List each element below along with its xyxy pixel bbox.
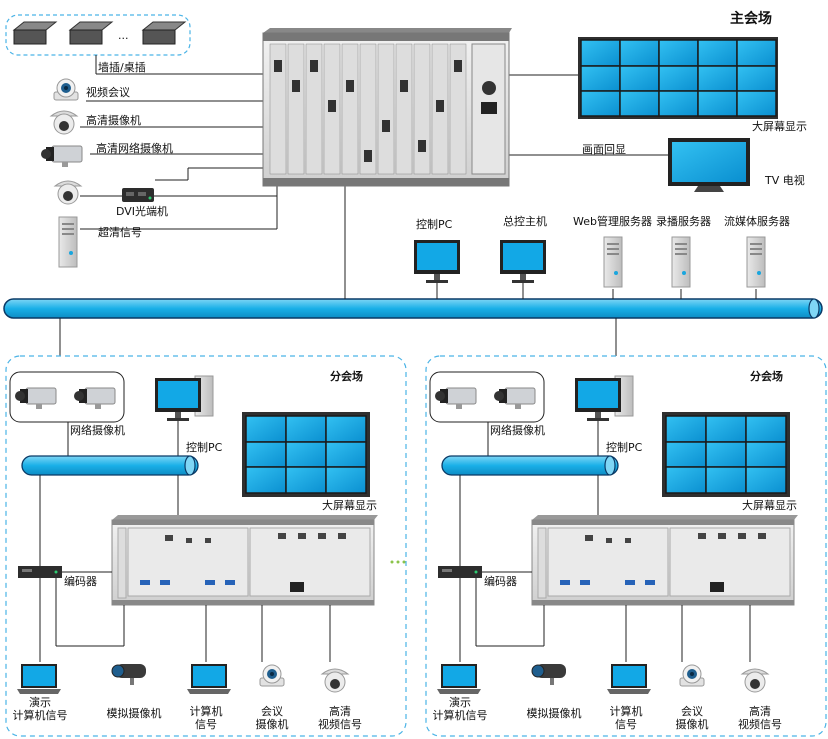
branch-network-pipe (441, 455, 619, 476)
main-venue-title: 主会场 (730, 11, 772, 27)
network-camera-group (9, 371, 125, 423)
dome-camera-icon (741, 668, 769, 693)
branch-input-label: 计算机 信号 (609, 705, 643, 731)
tv-monitor (668, 138, 750, 192)
branch-input-label: 高清 视频信号 (318, 705, 362, 731)
main-matrix-switcher (262, 28, 512, 187)
laptop-icon (607, 664, 651, 694)
wall-socket-group (5, 14, 191, 56)
branch-network-pipe (21, 455, 199, 476)
loopback-label: 画面回显 (582, 143, 626, 156)
branch-input-label: 模拟摄像机 (106, 707, 162, 720)
device-label-recording-server: 录播服务器 (656, 215, 711, 228)
network-backbone-pipe (3, 298, 823, 319)
branch-video-wall-label: 大屏幕显示 (322, 499, 377, 512)
branch-control-pc-label: 控制PC (186, 441, 223, 454)
encoder-device-icon (18, 566, 62, 578)
network-camera-icon (493, 387, 536, 410)
branch-input-label: 高清 视频信号 (738, 705, 782, 731)
branch-video-wall-label: 大屏幕显示 (742, 499, 797, 512)
main-video-wall-label: 大屏幕显示 (752, 120, 807, 133)
branch-video-wall (662, 412, 790, 497)
tv-label: TV 电视 (765, 174, 805, 187)
source-label-hd-network-camera: 高清网络摄像机 (96, 142, 173, 155)
device-label-control-pc: 控制PC (416, 218, 453, 231)
branch-control-pc-icon (155, 375, 214, 421)
laptop-icon (437, 664, 481, 694)
bullet-camera-icon (111, 664, 146, 685)
network-camera-group (429, 371, 545, 423)
device-drop-lines (59, 283, 757, 356)
branch-input-label: 会议 摄像机 (255, 705, 289, 731)
branch-control-pc-label: 控制PC (606, 441, 643, 454)
network-camera-label: 网络摄像机 (490, 424, 545, 437)
branch-control-pc-icon (575, 375, 634, 421)
branch-video-wall (242, 412, 370, 497)
branch-input-label: 会议 摄像机 (675, 705, 709, 731)
branch-title: 分会场 (750, 370, 783, 383)
branch-input-label: 计算机 信号 (189, 705, 223, 731)
main-video-wall (578, 37, 778, 119)
wall-socket-icon (12, 21, 187, 45)
encoder-label: 编码器 (64, 575, 97, 588)
branch-matrix-switcher (531, 515, 798, 606)
source-label-dvi-transceiver: DVI光端机 (116, 205, 169, 218)
encoder-label: 编码器 (484, 575, 517, 588)
source-label-hd-camera: 高清摄像机 (86, 114, 141, 127)
wall-socket-ellipsis: ... (118, 29, 129, 42)
fiber-transceiver-icon (122, 188, 154, 202)
device-label-streaming-server: 流媒体服务器 (724, 215, 790, 228)
branch-title: 分会场 (330, 370, 363, 383)
device-label-master-host: 总控主机 (503, 215, 547, 228)
device-label-web-server: Web管理服务器 (573, 215, 652, 228)
between-branches-dots (390, 560, 406, 564)
branch-input-label: 演示 计算机信号 (12, 696, 68, 722)
source-label-video-conference: 视频会议 (86, 86, 130, 99)
branch-input-label: 模拟摄像机 (526, 707, 582, 720)
branch-venue-frame (5, 355, 407, 737)
branch-venue-frame (425, 355, 827, 737)
network-camera-label: 网络摄像机 (70, 424, 125, 437)
encoder-device-icon (438, 566, 482, 578)
branch-input-label: 演示 计算机信号 (432, 696, 488, 722)
source-label-wall-socket: 墙插/桌插 (98, 61, 146, 74)
conference-camera-icon (679, 664, 705, 687)
network-camera-icon (434, 387, 477, 410)
branch-matrix-switcher (111, 515, 378, 606)
bullet-camera-icon (531, 664, 566, 685)
source-label-ultra-hd-signal: 超清信号 (98, 226, 142, 239)
